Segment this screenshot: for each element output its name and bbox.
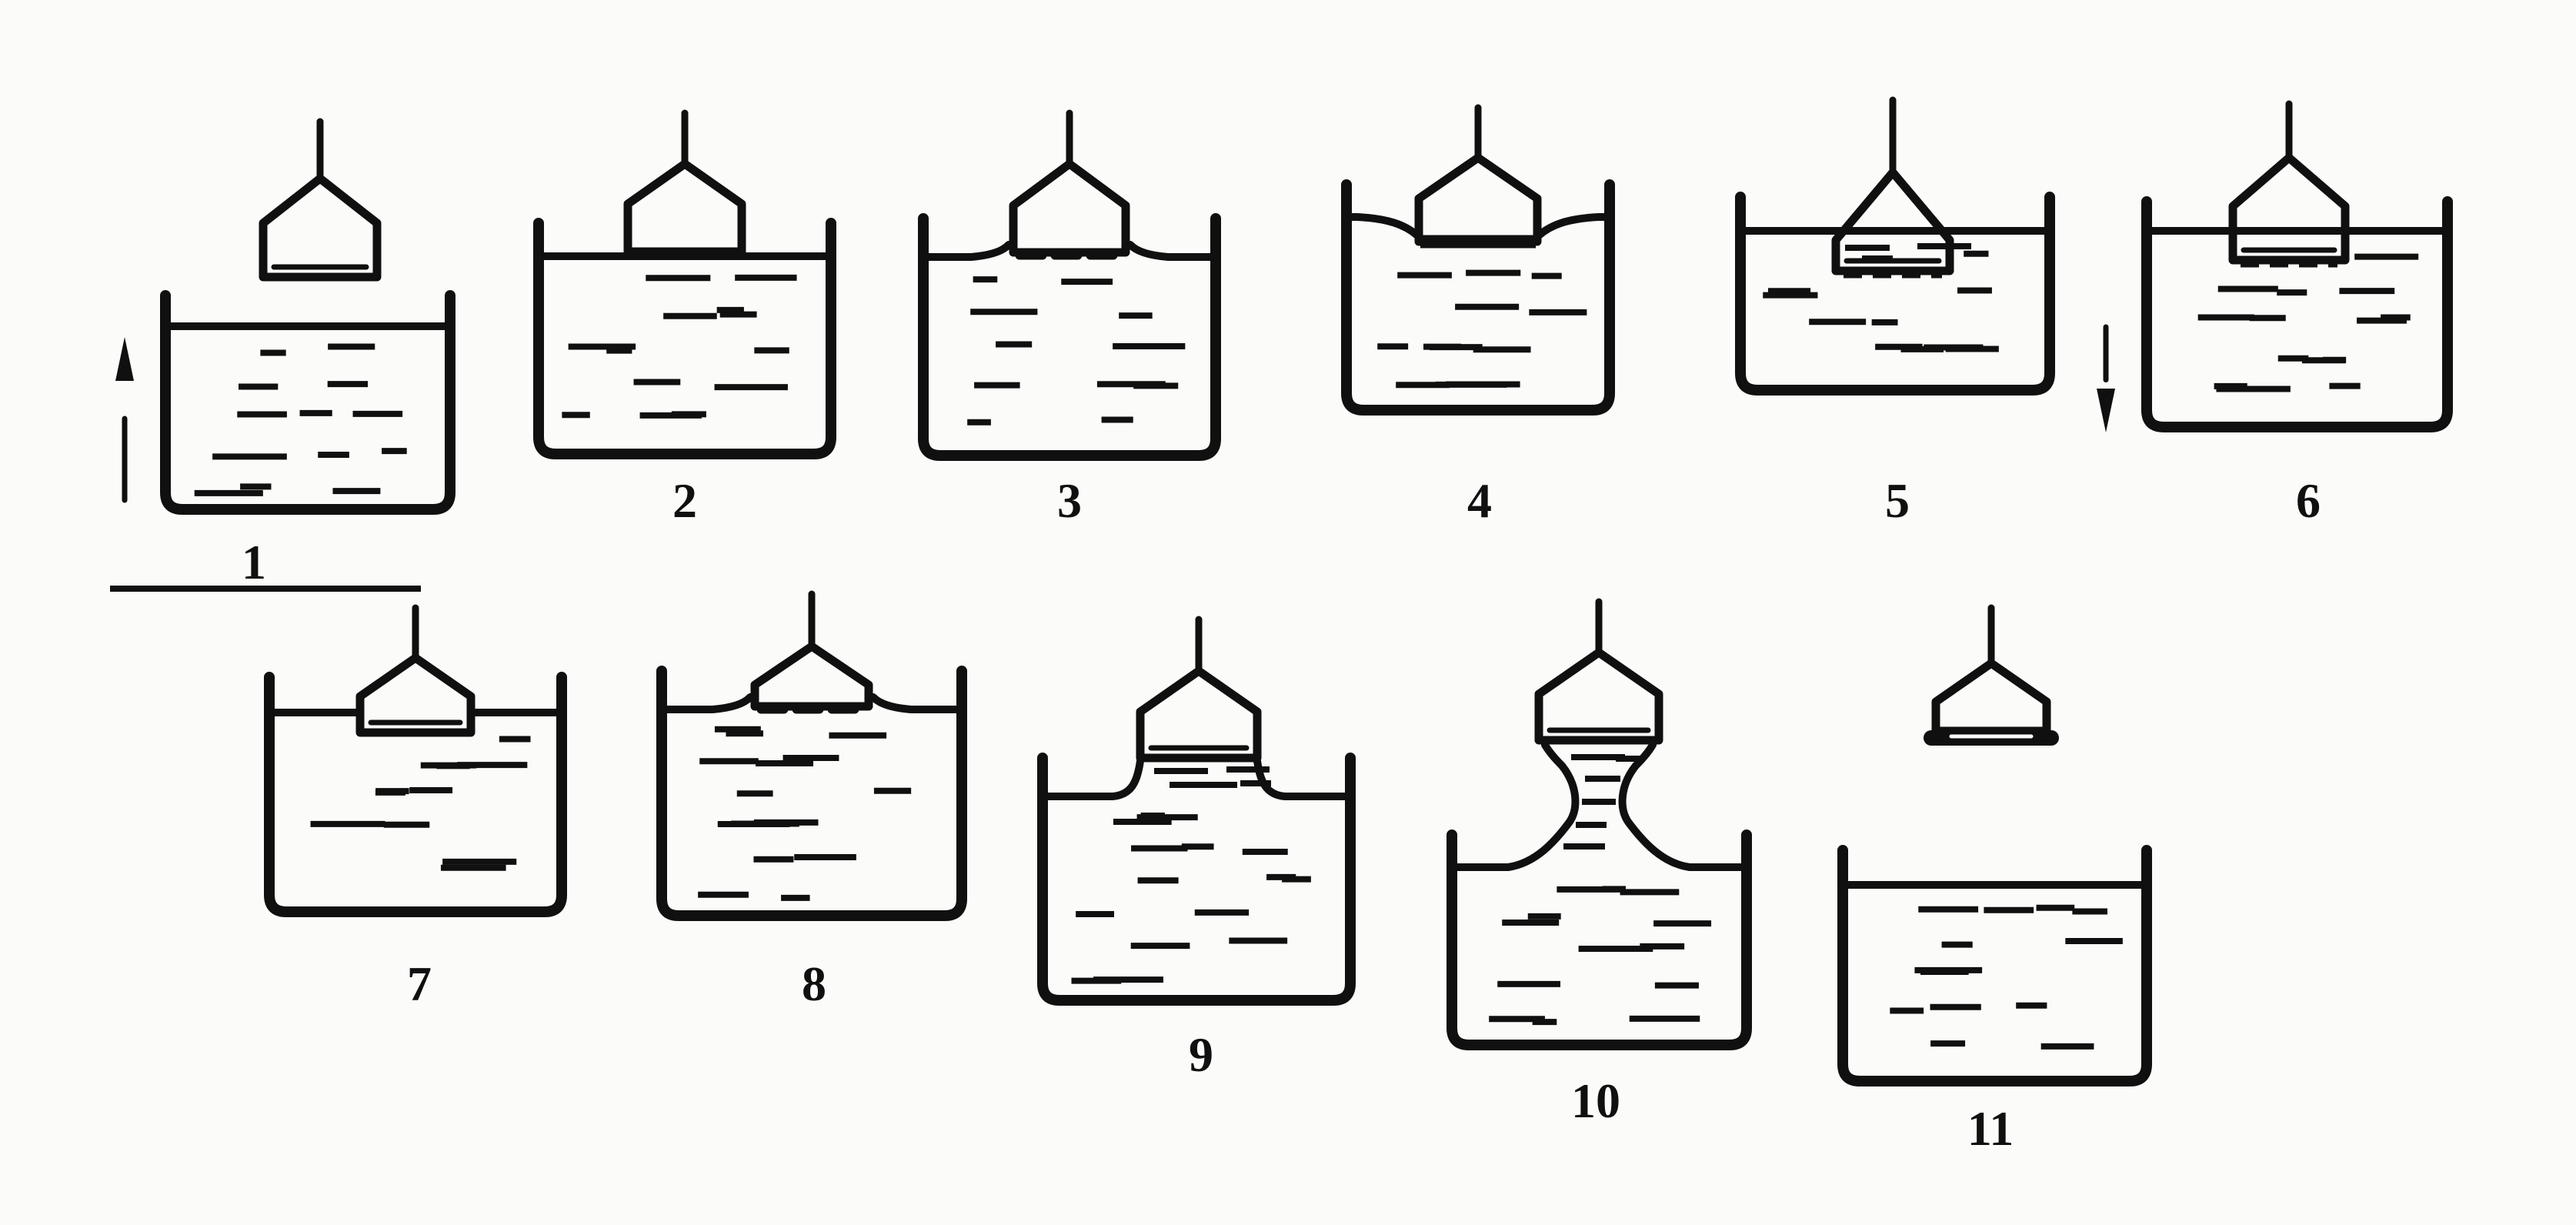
panel-label: 5 bbox=[1885, 473, 1910, 528]
plate-body bbox=[623, 159, 746, 256]
liquid-dashes bbox=[562, 274, 797, 419]
liquid-dashes bbox=[194, 343, 407, 496]
liquid-dashes bbox=[1071, 766, 1311, 984]
panel-label: 4 bbox=[1467, 473, 1492, 528]
liquid-surface bbox=[1448, 741, 1750, 871]
plate bbox=[1924, 604, 2059, 746]
panel-2: 2 bbox=[533, 109, 836, 528]
arrow-head bbox=[115, 337, 134, 381]
plate bbox=[750, 590, 873, 714]
container bbox=[533, 218, 836, 459]
plate-body bbox=[355, 653, 475, 737]
plate-body bbox=[2228, 153, 2350, 265]
panel-5: 5 bbox=[1735, 96, 2055, 528]
panel-8: 8 bbox=[656, 590, 967, 1011]
liquid-dashes bbox=[1890, 904, 2123, 1050]
panel-4: 4 bbox=[1341, 104, 1615, 528]
plate-body bbox=[1931, 659, 2051, 736]
plate bbox=[1136, 616, 1262, 763]
panel-9: 9 bbox=[1037, 616, 1356, 1082]
panel-7: 7 bbox=[264, 604, 567, 1011]
annotations bbox=[110, 324, 2115, 592]
container bbox=[160, 290, 455, 515]
container bbox=[656, 666, 967, 921]
plate bbox=[1009, 109, 1130, 260]
liquid-dashes bbox=[1763, 243, 1999, 352]
panel-label: 1 bbox=[242, 535, 266, 589]
container bbox=[264, 672, 567, 917]
liquid-surface bbox=[1343, 213, 1613, 239]
panel-1: 1 bbox=[160, 118, 455, 589]
plate bbox=[1534, 598, 1663, 745]
plate bbox=[355, 604, 475, 737]
liquid-dashes bbox=[310, 736, 531, 871]
panel-10: 10 bbox=[1446, 598, 1752, 1128]
panel-6: 6 bbox=[2141, 100, 2453, 528]
panel-label: 3 bbox=[1057, 473, 1082, 528]
plate-body bbox=[1534, 648, 1663, 745]
panel-label: 8 bbox=[802, 956, 826, 1011]
panel-label: 11 bbox=[1967, 1101, 2014, 1156]
liquid-dashes bbox=[967, 276, 1186, 426]
panel-label: 2 bbox=[672, 473, 697, 528]
container bbox=[1341, 179, 1615, 416]
arrow-head bbox=[2097, 389, 2115, 432]
liquid-dashes bbox=[2197, 253, 2419, 392]
liquid-surface bbox=[919, 241, 1220, 261]
plate bbox=[623, 109, 746, 259]
panel-label: 10 bbox=[1571, 1073, 1620, 1128]
liquid-surface bbox=[658, 693, 966, 713]
container bbox=[1735, 192, 2055, 396]
panel-11: 11 bbox=[1837, 604, 2152, 1156]
liquid-dashes bbox=[1489, 754, 1712, 1026]
container bbox=[918, 213, 1221, 461]
plate-body bbox=[1136, 666, 1262, 763]
plate bbox=[1414, 104, 1542, 249]
liquid-dashes bbox=[698, 726, 912, 901]
plate-body bbox=[1009, 159, 1130, 257]
plate bbox=[259, 118, 382, 282]
container bbox=[1037, 753, 1356, 1006]
panel-label: 9 bbox=[1189, 1027, 1213, 1082]
plate-body bbox=[1414, 153, 1542, 246]
plate-body bbox=[750, 642, 873, 711]
container bbox=[2141, 196, 2453, 432]
plate-body bbox=[259, 174, 382, 282]
upward-arrow bbox=[115, 337, 134, 503]
liquid-dashes bbox=[1377, 269, 1587, 389]
liquid-surface bbox=[1039, 757, 1354, 800]
panel-label: 6 bbox=[2296, 473, 2321, 528]
downward-arrow bbox=[2097, 324, 2115, 432]
panel-3: 3 bbox=[918, 109, 1221, 528]
container bbox=[1446, 829, 1752, 1050]
container bbox=[1837, 845, 2152, 1086]
panel-label: 7 bbox=[407, 956, 432, 1011]
plate bbox=[2228, 100, 2350, 268]
